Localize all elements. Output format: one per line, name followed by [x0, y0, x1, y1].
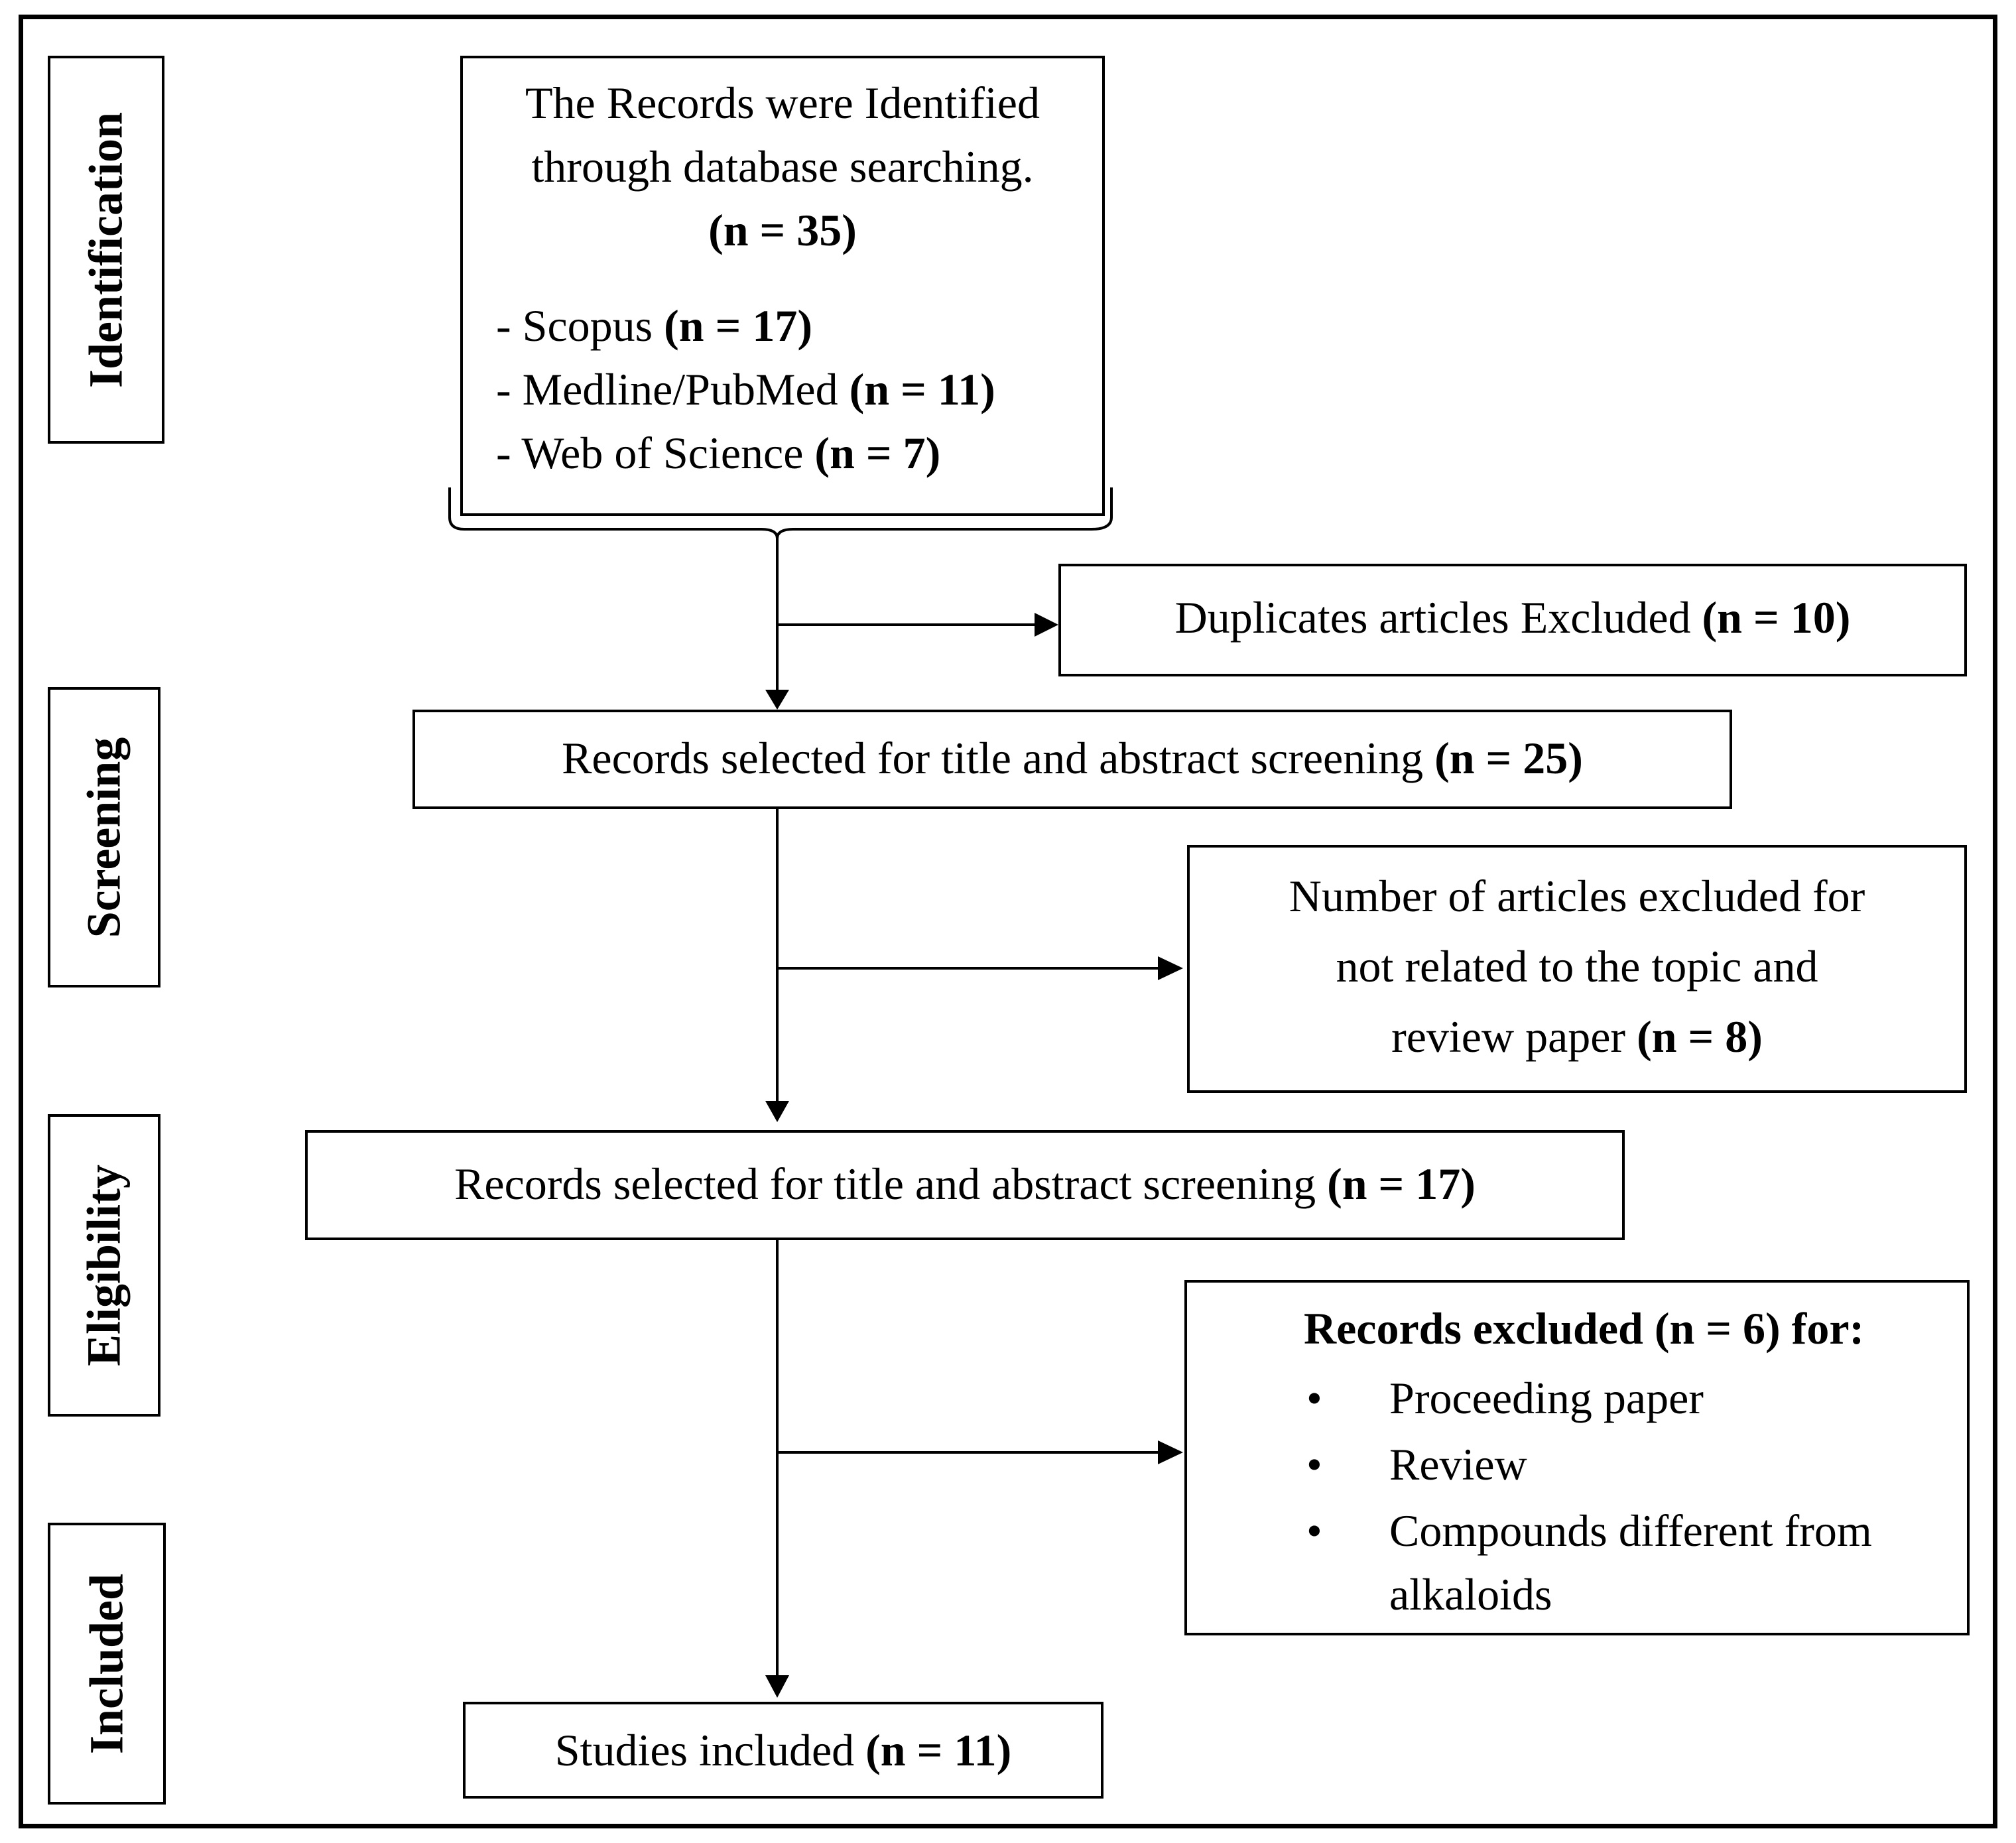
duplicates-label: Duplicates articles Excluded: [1174, 592, 1702, 643]
source-wos-count: (n = 7): [814, 428, 941, 478]
source-wos: - Web of Science (n = 7): [496, 422, 940, 485]
eligibility-text: Records selected for title and abstract …: [308, 1153, 1622, 1216]
exclusion-reason: Compounds different from: [1306, 1497, 1872, 1564]
source-scopus-count: (n = 17): [664, 300, 812, 351]
source-wos-label: - Web of Science: [496, 428, 815, 478]
eligibility-count: (n = 17): [1327, 1159, 1476, 1209]
arrow-head-topic: [1158, 956, 1183, 980]
source-medline: - Medline/PubMed (n = 11): [496, 358, 995, 421]
duplicates-count: (n = 10): [1702, 592, 1851, 643]
identification-box: The Records were Identified through data…: [460, 56, 1105, 516]
source-medline-label: - Medline/PubMed: [496, 364, 850, 414]
arrow-head-1: [765, 690, 789, 710]
excluded-topic-box: Number of articles excluded for not rela…: [1187, 845, 1967, 1093]
records-excluded-header: Records excluded (n = 6) for:: [1304, 1303, 1865, 1354]
included-text: Studies included (n = 11): [466, 1719, 1101, 1782]
exclusion-reason: Review: [1306, 1431, 1872, 1497]
source-scopus: - Scopus (n = 17): [496, 294, 812, 357]
excluded-topic-line2: not related to the topic and: [1336, 941, 1818, 991]
exclusion-reason-continuation: alkaloids: [1389, 1569, 1552, 1620]
excluded-topic-label: review paper: [1391, 1011, 1637, 1062]
stage-label-screening: Screening: [48, 687, 160, 987]
duplicates-excluded-box: Duplicates articles Excluded (n = 10): [1058, 564, 1967, 676]
included-count: (n = 11): [865, 1725, 1012, 1775]
arrow-head-2: [765, 1101, 789, 1122]
exclusion-reasons-list: Proceeding paper Review Compounds differ…: [1306, 1365, 1872, 1564]
duplicates-text: Duplicates articles Excluded (n = 10): [1061, 586, 1964, 649]
eligibility-label: Records selected for title and abstract …: [454, 1159, 1328, 1209]
screening-count: (n = 25): [1434, 733, 1583, 783]
eligibility-box: Records selected for title and abstract …: [305, 1130, 1625, 1240]
screening-box: Records selected for title and abstract …: [412, 710, 1732, 809]
stage-label-identification: Identification: [48, 56, 164, 444]
stage-label-included: Included: [48, 1523, 166, 1805]
source-medline-count: (n = 11): [849, 364, 995, 414]
excluded-topic-line1: Number of articles excluded for: [1289, 871, 1865, 921]
identification-line2: through database searching.: [531, 141, 1034, 192]
included-label: Studies included: [554, 1725, 866, 1775]
arrow-head-duplicates: [1035, 613, 1058, 637]
exclusion-reason: Proceeding paper: [1306, 1365, 1872, 1431]
excluded-topic-line3: review paper (n = 8): [1190, 1005, 1964, 1068]
stage-label-eligibility: Eligibility: [48, 1114, 160, 1417]
included-box: Studies included (n = 11): [463, 1702, 1103, 1799]
screening-text: Records selected for title and abstract …: [415, 727, 1730, 790]
excluded-topic-count: (n = 8): [1637, 1011, 1763, 1062]
arrow-head-3: [765, 1675, 789, 1698]
identification-line1: The Records were Identified: [525, 78, 1040, 128]
arrow-head-records-excluded: [1158, 1440, 1183, 1464]
outer-frame: [19, 15, 1997, 1828]
identification-total: (n = 35): [708, 205, 857, 255]
source-scopus-label: - Scopus: [496, 300, 664, 351]
records-excluded-box: Records excluded (n = 6) for: Proceeding…: [1184, 1280, 1970, 1635]
screening-label: Records selected for title and abstract …: [562, 733, 1435, 783]
